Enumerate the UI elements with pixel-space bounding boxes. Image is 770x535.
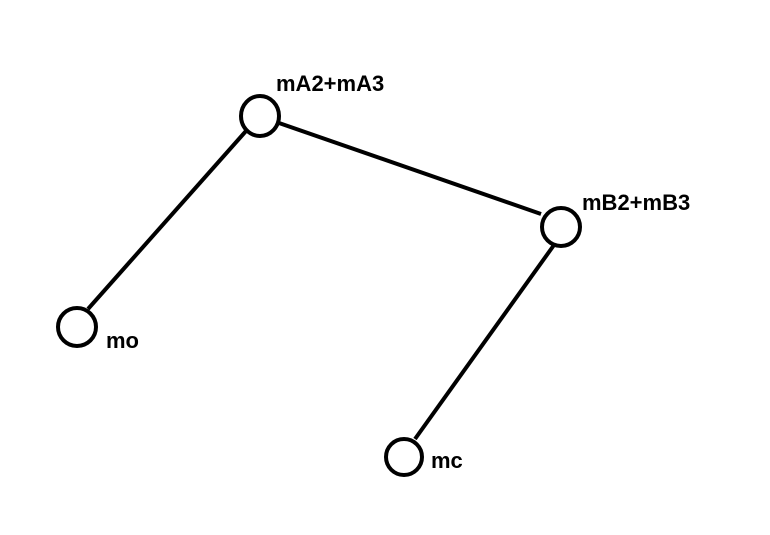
node-mo-circle <box>56 306 98 348</box>
node-mb-circle <box>540 206 582 248</box>
node-ma-circle <box>239 94 281 138</box>
node-mo-label: mo <box>106 328 139 353</box>
labels-layer: mA2+mA3 mB2+mB3 mo mc <box>106 71 690 473</box>
node-mc-circle <box>384 437 424 477</box>
node-mb-label: mB2+mB3 <box>582 190 690 215</box>
node-ma-label: mA2+mA3 <box>276 71 384 96</box>
edges-layer <box>86 121 556 441</box>
edge-ma-mo <box>86 129 248 311</box>
nodes-layer <box>56 94 582 477</box>
edge-ma-mb <box>278 121 542 216</box>
edge-mb-mc <box>413 243 556 441</box>
node-mc-label: mc <box>431 448 463 473</box>
